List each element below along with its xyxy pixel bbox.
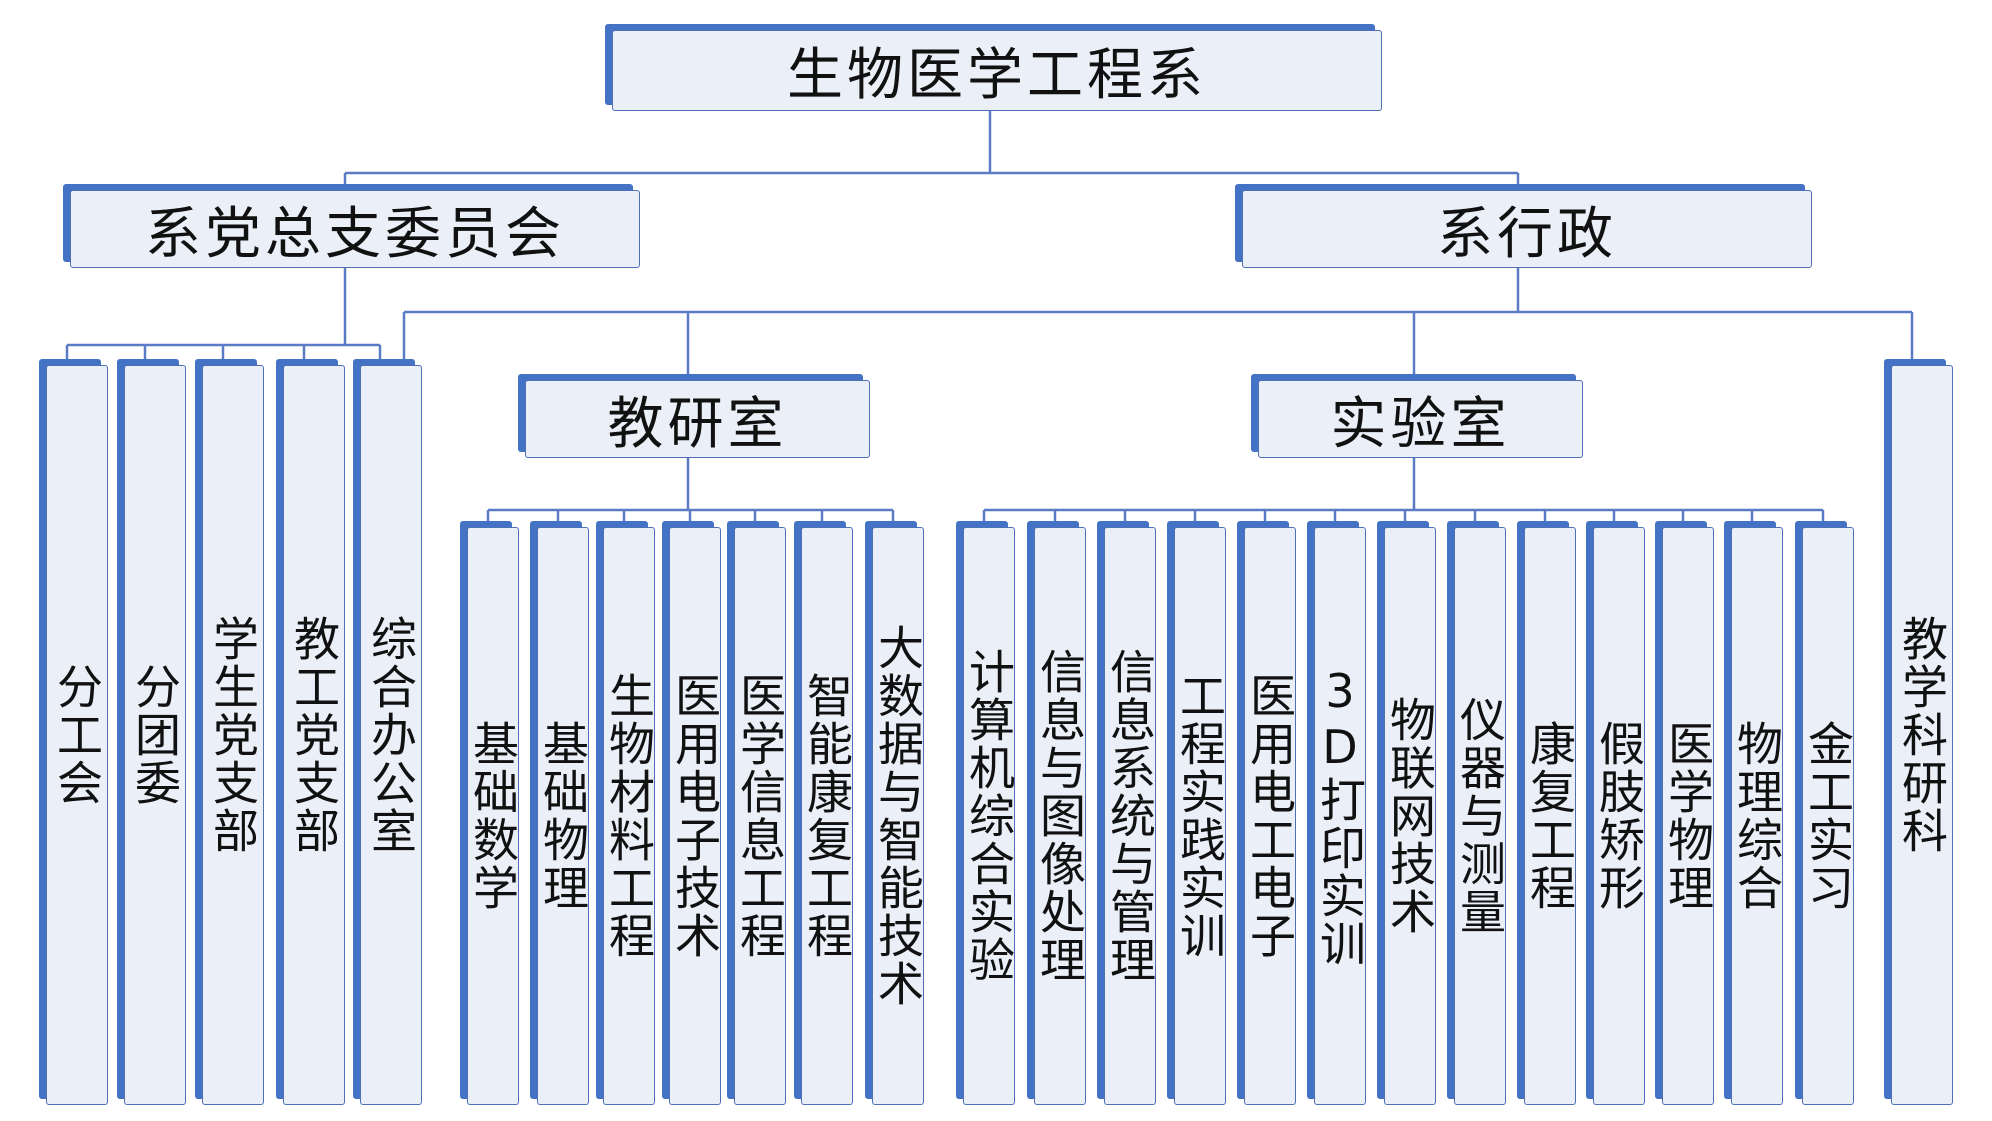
lab-unit-box: 信息与图像处理 xyxy=(1027,521,1087,1105)
laboratory-box: 实验室 xyxy=(1251,374,1583,458)
lab-unit-box: 3D打印实训 xyxy=(1307,521,1367,1105)
teaching-unit-box: 基础物理 xyxy=(530,521,590,1105)
lab-unit-label: 工程实践实训 xyxy=(1173,527,1227,1105)
party-unit-box: 学生党支部 xyxy=(195,359,264,1105)
lab-unit-label: 3D打印实训 xyxy=(1313,527,1367,1105)
party-unit-box: 分团委 xyxy=(117,359,186,1105)
lab-unit-label: 物联网技术 xyxy=(1383,527,1437,1105)
lab-unit-box: 工程实践实训 xyxy=(1167,521,1227,1105)
lab-unit-label: 信息系统与管理 xyxy=(1103,527,1157,1105)
teaching-unit-box: 生物材料工程 xyxy=(596,521,656,1105)
teaching-unit-box: 基础数学 xyxy=(460,521,520,1105)
laboratory-label: 实验室 xyxy=(1258,380,1583,458)
teaching-unit-label: 生物材料工程 xyxy=(602,527,656,1105)
teaching-unit-box: 智能康复工程 xyxy=(794,521,854,1105)
party-committee-box: 系党总支委员会 xyxy=(63,184,640,268)
lab-unit-label: 仪器与测量 xyxy=(1453,527,1507,1105)
teaching-unit-label: 智能康复工程 xyxy=(800,527,854,1105)
party-unit-label: 学生党支部 xyxy=(202,365,264,1105)
lab-unit-label: 假肢矫形 xyxy=(1592,527,1646,1105)
lab-unit-box: 仪器与测量 xyxy=(1447,521,1507,1105)
party-unit-label: 分团委 xyxy=(124,365,186,1105)
root-box: 生物医学工程系 xyxy=(605,24,1382,111)
teaching-unit-box: 大数据与智能技术 xyxy=(865,521,925,1105)
root-title: 生物医学工程系 xyxy=(612,30,1382,111)
research-unit-box: 教学科研科 xyxy=(1884,359,1953,1105)
lab-unit-label: 康复工程 xyxy=(1523,527,1577,1105)
lab-unit-box: 医学物理 xyxy=(1655,521,1715,1105)
lab-unit-box: 计算机综合实验 xyxy=(956,521,1016,1105)
teaching-office-box: 教研室 xyxy=(518,374,870,458)
party-unit-box: 教工党支部 xyxy=(276,359,345,1105)
lab-unit-box: 医用电工电子 xyxy=(1237,521,1297,1105)
party-unit-box: 分工会 xyxy=(39,359,108,1105)
lab-unit-label: 金工实习 xyxy=(1801,527,1855,1105)
teaching-unit-box: 医学信息工程 xyxy=(727,521,787,1105)
lab-unit-box: 假肢矫形 xyxy=(1586,521,1646,1105)
teaching-unit-label: 医学信息工程 xyxy=(733,527,787,1105)
lab-unit-label: 物理综合 xyxy=(1730,527,1784,1105)
lab-unit-label: 计算机综合实验 xyxy=(962,527,1016,1105)
lab-unit-box: 物理综合 xyxy=(1724,521,1784,1105)
lab-unit-label: 信息与图像处理 xyxy=(1033,527,1087,1105)
administration-box: 系行政 xyxy=(1235,184,1812,268)
teaching-unit-label: 医用电子技术 xyxy=(668,527,722,1105)
teaching-office-label: 教研室 xyxy=(525,380,870,458)
lab-unit-label: 医用电工电子 xyxy=(1243,527,1297,1105)
teaching-unit-box: 医用电子技术 xyxy=(662,521,722,1105)
lab-unit-box: 康复工程 xyxy=(1517,521,1577,1105)
administration-label: 系行政 xyxy=(1242,190,1812,268)
party-unit-label: 分工会 xyxy=(46,365,108,1105)
party-unit-label: 综合办公室 xyxy=(360,365,422,1105)
lab-unit-box: 信息系统与管理 xyxy=(1097,521,1157,1105)
teaching-unit-label: 大数据与智能技术 xyxy=(871,527,925,1105)
teaching-unit-label: 基础数学 xyxy=(466,527,520,1105)
lab-unit-box: 物联网技术 xyxy=(1377,521,1437,1105)
party-committee-label: 系党总支委员会 xyxy=(70,190,640,268)
lab-unit-label: 医学物理 xyxy=(1661,527,1715,1105)
party-unit-label: 教工党支部 xyxy=(283,365,345,1105)
lab-unit-box: 金工实习 xyxy=(1795,521,1855,1105)
party-unit-box: 综合办公室 xyxy=(353,359,422,1105)
research-unit-label: 教学科研科 xyxy=(1891,365,1953,1105)
teaching-unit-label: 基础物理 xyxy=(536,527,590,1105)
